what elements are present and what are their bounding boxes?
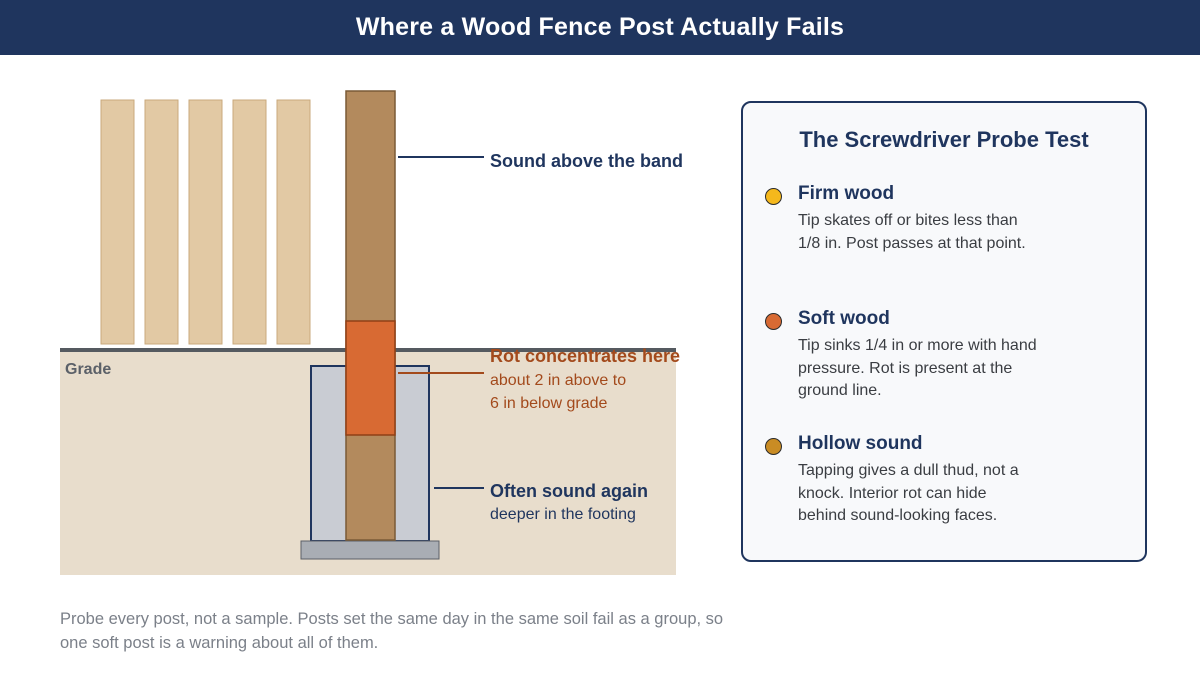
probe-item-title: Soft wood <box>798 308 890 329</box>
picket <box>276 99 311 345</box>
callout-bottom-title: Often sound again <box>490 481 649 501</box>
post-illustration <box>60 90 676 575</box>
probe-item-title: Firm wood <box>798 183 895 204</box>
fence-post-diagram: Grade Sound above the band Rot concentra… <box>0 55 720 615</box>
firm-wood-dot-icon <box>765 188 782 205</box>
rot-band <box>345 320 396 436</box>
title-banner: Where a Wood Fence Post Actually Fails <box>0 0 1200 55</box>
probe-item-text: Tip sinks 1/4 in or more with hand press… <box>798 337 1037 399</box>
footing-base <box>300 540 440 560</box>
picket <box>232 99 267 345</box>
callout-top-title: Sound above the band <box>490 151 684 171</box>
callout-bottom-subtitle: deeper in the footing <box>490 506 636 523</box>
callout-rot-line1: about 2 in above to <box>490 372 627 389</box>
grade-label: Grade <box>65 361 112 378</box>
picket <box>188 99 223 345</box>
callout-rot-title: Rot concentrates here <box>490 346 681 366</box>
probe-item-text: Tip skates off or bites less than 1/8 in… <box>798 212 1026 252</box>
page-title: Where a Wood Fence Post Actually Fails <box>355 13 845 41</box>
picket <box>100 99 135 345</box>
picket <box>144 99 179 345</box>
fence-pickets <box>100 99 311 345</box>
callout-rot-line2: 6 in below grade <box>490 395 608 412</box>
soft-wood-dot-icon <box>765 313 782 330</box>
probe-test-card: The Screwdriver Probe Test Firm wood Tip… <box>741 101 1147 562</box>
probe-item-text: Tapping gives a dull thud, not a knock. … <box>798 462 1019 524</box>
hollow-sound-dot-icon <box>765 438 782 455</box>
card-title: The Screwdriver Probe Test <box>799 127 1089 152</box>
footnote: Probe every post, not a sample. Posts se… <box>60 610 724 652</box>
probe-item-title: Hollow sound <box>798 433 923 454</box>
fence-post <box>345 90 396 541</box>
